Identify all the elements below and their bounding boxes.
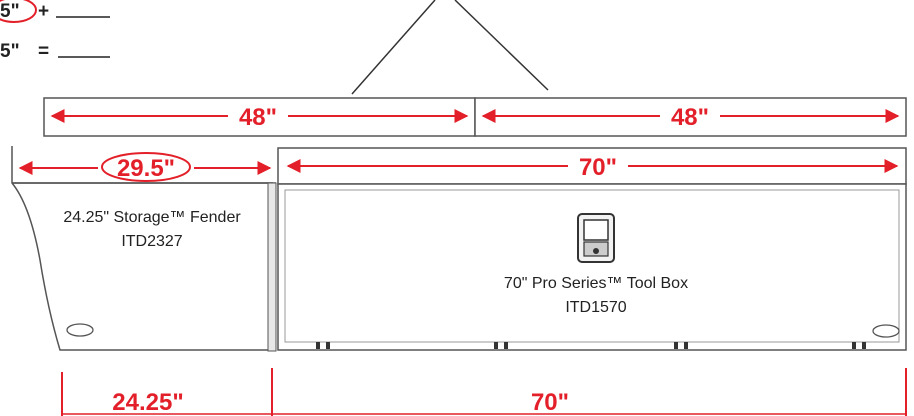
toolbox-top-label-bg — [568, 151, 628, 181]
fender-top-dimension-circle — [101, 152, 191, 182]
pointer-line-left — [351, 0, 436, 95]
toolbox-bottom-dimension: 70" — [531, 389, 569, 416]
fender-outline — [11, 146, 273, 351]
fender-drain-hole — [66, 323, 94, 337]
toolbox-unit: 70" 70" Pro Series™ Tool Box ITD1570 — [277, 147, 907, 351]
equation-line1-value: 5" — [0, 1, 20, 22]
equation-line2-op: = — [38, 41, 49, 62]
fender-unit: 29.5" 24.25" Storage™ Fender ITD2327 — [11, 146, 277, 352]
toolbox-part-number: ITD1570 — [565, 299, 626, 316]
toolbox-drain-hole — [872, 324, 900, 338]
rail-right-label-bg — [660, 101, 720, 131]
rail-left-length: 48" — [239, 104, 277, 131]
equation-circle — [0, 0, 37, 23]
pointer-line-right — [454, 0, 549, 91]
tool-box-latch-icon — [577, 213, 615, 263]
toolbox-inner-panel — [284, 189, 900, 343]
rail-left-label-bg — [228, 101, 288, 131]
fender-name: 24.25" Storage™ Fender — [63, 209, 241, 226]
fender-bottom-dimension: 24.25" — [112, 389, 183, 416]
toolbox-name: 70" Pro Series™ Tool Box — [504, 275, 688, 292]
toolbox-top-dimension: 70" — [579, 154, 617, 181]
top-rails: 48" 48" — [43, 97, 907, 137]
equation-line2-value: 5" — [0, 41, 20, 62]
bottom-dimensions: 24.25" 70" — [61, 368, 907, 416]
fender-seam — [267, 182, 277, 352]
toolbox-feet — [316, 342, 866, 349]
equation-fragment: 5" + 5" = — [0, 0, 110, 62]
equation-line1-op: + — [38, 1, 49, 22]
rail-right-length: 48" — [671, 104, 709, 131]
fender-top-dimension: 29.5" — [117, 155, 175, 182]
fender-part-number: ITD2327 — [121, 233, 182, 250]
toolbox-body — [277, 183, 907, 351]
